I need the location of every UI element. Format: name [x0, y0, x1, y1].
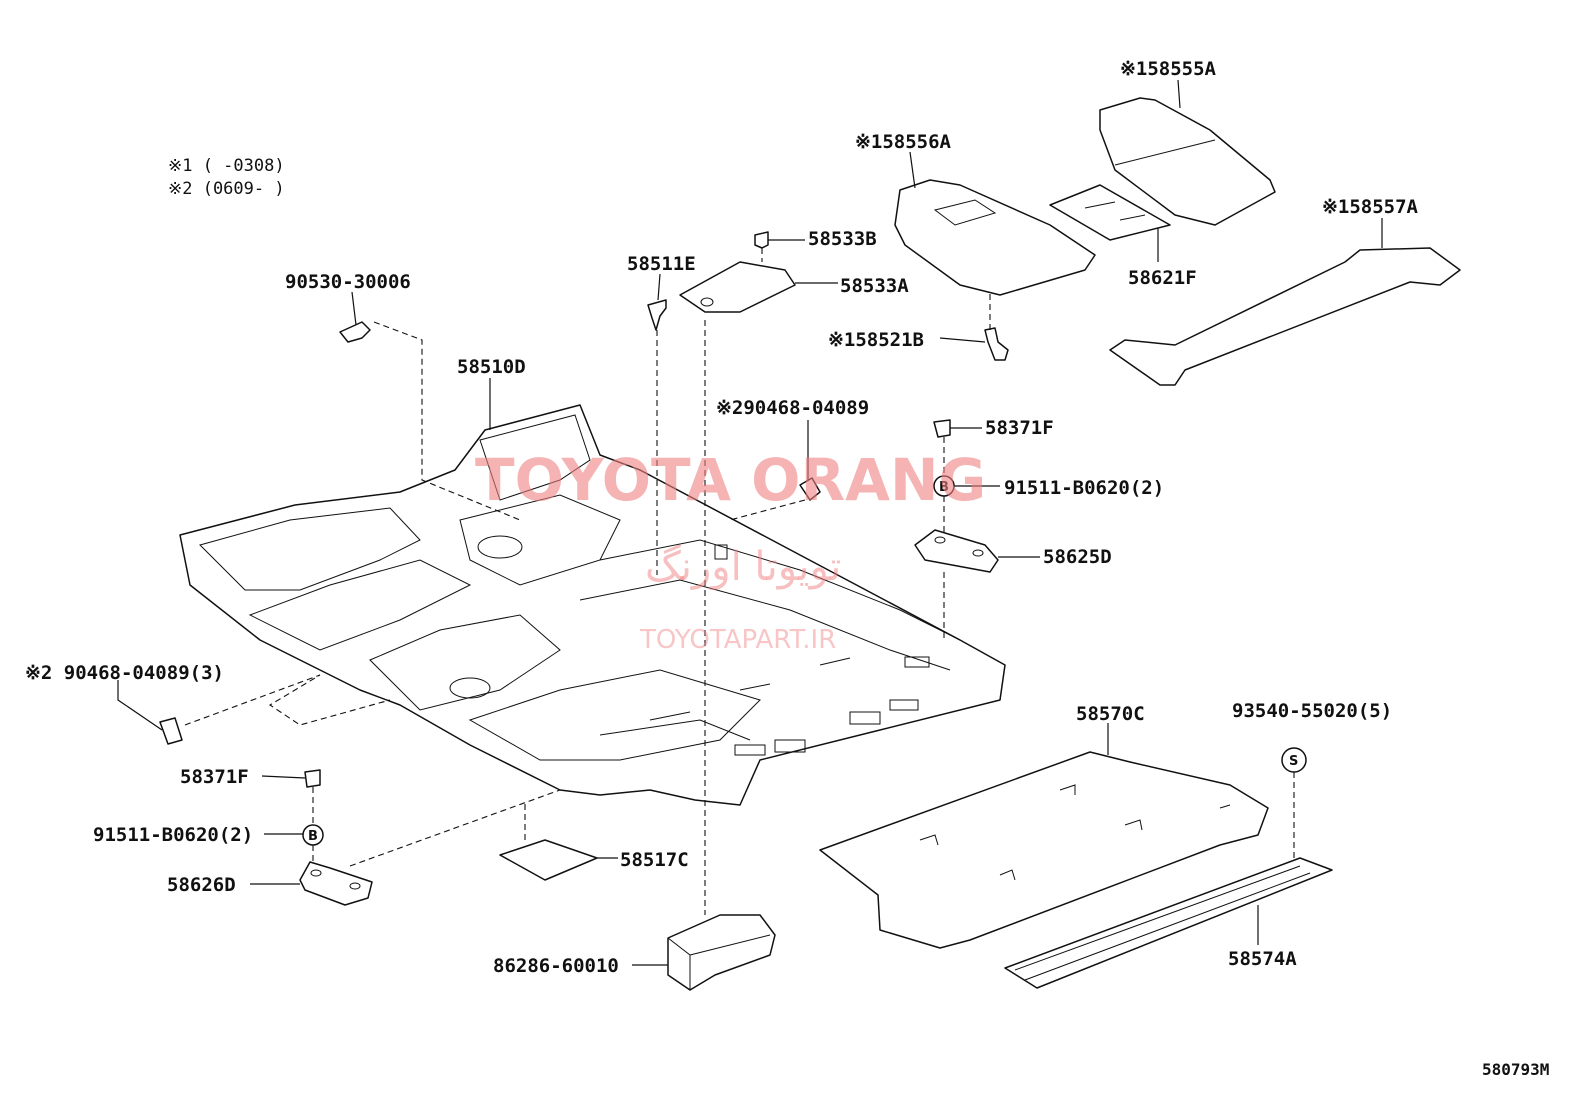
- label-90530-30006: 90530-30006: [285, 271, 411, 293]
- label-90468-04089-left: ※2 90468-04089(3): [25, 662, 224, 684]
- label-58556A: ※158556A: [855, 131, 952, 153]
- bracket-58626D: [299, 861, 373, 906]
- label-58511E: 58511E: [627, 253, 696, 275]
- bolt-symbol-b-label: B: [939, 480, 949, 495]
- scuff-plate-58574A: [1004, 857, 1333, 989]
- assembly-lines: [184, 248, 1295, 915]
- clip-58371F-left: [304, 769, 321, 788]
- label-93540-55020: 93540-55020(5): [1232, 700, 1392, 722]
- label-58570C: 58570C: [1076, 703, 1145, 725]
- note-2: ※2 (0609- ): [168, 179, 285, 199]
- watermark-url: TOYOTAPART.IR: [639, 625, 836, 655]
- clip-58511E: [647, 299, 667, 331]
- floor-carpet-58510D: [179, 404, 1006, 806]
- label-91511-B0620-top: 91511-B0620(2): [1004, 477, 1164, 499]
- clip-90468-04089-left: [159, 717, 183, 745]
- note-1: ※1 ( -0308): [168, 156, 285, 176]
- label-58621F: 58621F: [1128, 267, 1197, 289]
- screw-symbol-s-label: S: [1289, 754, 1298, 769]
- block-86286-60010: [667, 914, 776, 991]
- leader-lines: [117, 79, 1383, 966]
- label-58533A: 58533A: [840, 275, 909, 297]
- label-58625D: 58625D: [1043, 546, 1112, 568]
- label-58557A: ※158557A: [1322, 196, 1419, 218]
- cover-58533A: [679, 261, 796, 313]
- label-58533B: 58533B: [808, 228, 877, 250]
- clip-90468-04089-top: [799, 477, 821, 501]
- bracket-58625D: [914, 529, 999, 573]
- label-58574A: 58574A: [1228, 948, 1297, 970]
- clip-58371F-top: [933, 419, 951, 438]
- mat-58621F: [1049, 184, 1171, 241]
- under-cover-58570C: [819, 751, 1269, 949]
- label-58521B: ※158521B: [828, 329, 924, 351]
- label-58371F-left: 58371F: [180, 766, 249, 788]
- floor-mat-58556A: [894, 179, 1096, 296]
- label-90468-04089-top: ※290468-04089: [716, 397, 869, 419]
- watermark-brand: TOYOTA ORANG: [475, 446, 986, 514]
- watermark-farsi: تویوتا اورنگ: [645, 544, 841, 590]
- bolt-symbol-B-left: B: [302, 824, 324, 846]
- bolt-symbol-b-label-left: B: [308, 829, 318, 844]
- diagram-reference-code: 580793M: [1482, 1060, 1549, 1079]
- label-58517C: 58517C: [620, 849, 689, 871]
- screw-90530-30006: [339, 321, 371, 343]
- label-58555A: ※158555A: [1120, 58, 1217, 80]
- clip-58521B: [984, 327, 1009, 361]
- floor-mat-58555A: [1099, 97, 1276, 226]
- pad-58517C: [499, 839, 598, 881]
- label-58626D: 58626D: [167, 874, 236, 896]
- label-58510D: 58510D: [457, 356, 526, 378]
- mat-58557A: [1109, 247, 1461, 386]
- label-58371F-top: 58371F: [985, 417, 1054, 439]
- screw-symbol-S: S: [1281, 747, 1307, 773]
- label-86286-60010: 86286-60010: [493, 955, 619, 977]
- label-91511-B0620-left: 91511-B0620(2): [93, 824, 253, 846]
- clip-58533B: [754, 231, 769, 249]
